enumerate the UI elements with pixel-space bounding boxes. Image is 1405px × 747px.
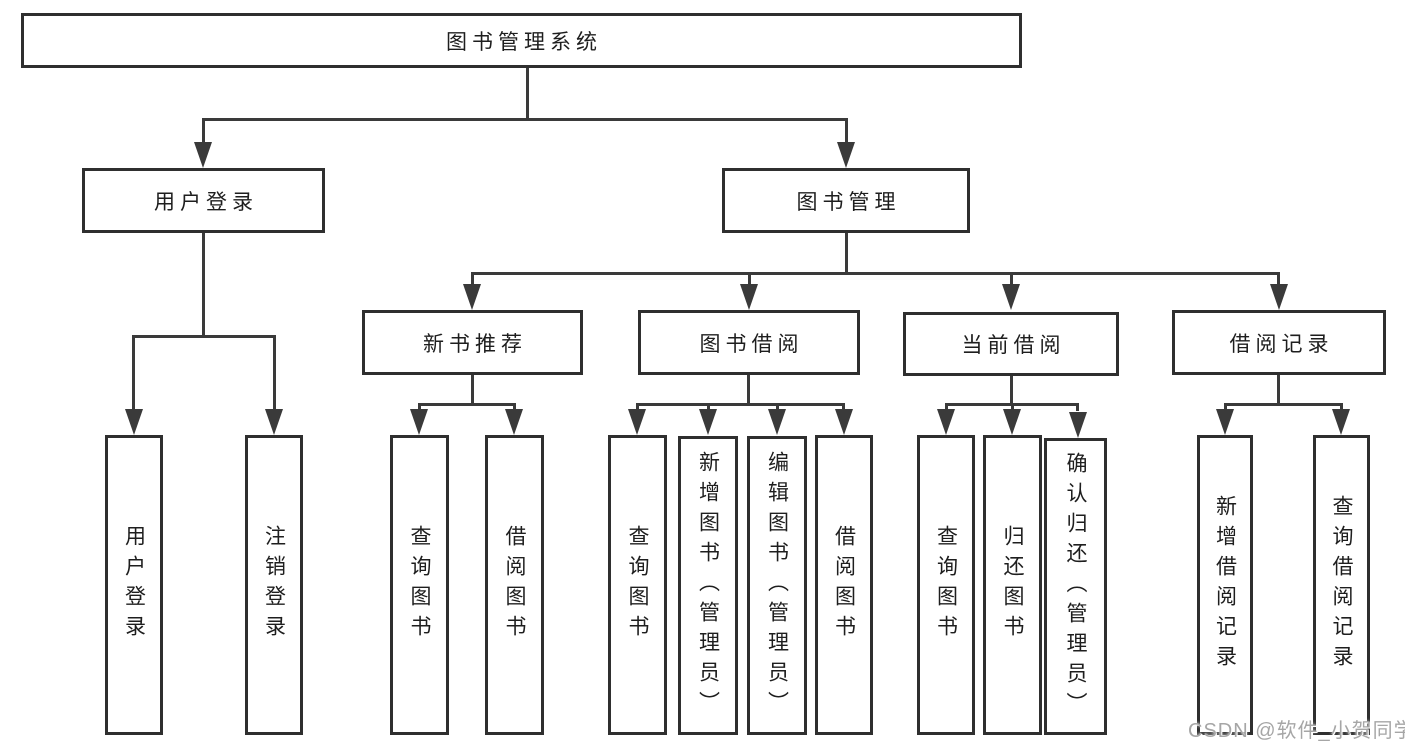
connector-line <box>636 403 845 406</box>
connector-line <box>132 335 276 338</box>
connector-line <box>776 403 779 411</box>
leaf-add-borrow-record: 新增借阅记录 <box>1197 435 1253 735</box>
arrow-down-icon <box>628 409 646 435</box>
leaf-borrow-books-1: 借阅图书 <box>485 435 544 735</box>
arrow-down-icon <box>740 284 758 310</box>
connector-line <box>202 118 205 146</box>
node-label: 查询图书 <box>934 525 958 645</box>
arrow-down-icon <box>1216 409 1234 435</box>
connector-line <box>202 233 205 335</box>
leaf-return-books: 归还图书 <box>983 435 1042 735</box>
node-root-system: 图书管理系统 <box>21 13 1022 68</box>
leaf-query-books-2: 查询图书 <box>608 435 667 735</box>
arrow-down-icon <box>937 409 955 435</box>
node-label: 编辑图书（管理员） <box>765 450 789 721</box>
connector-line <box>1010 272 1013 290</box>
node-new-book-recommend: 新书推荐 <box>362 310 583 375</box>
csdn-watermark: CSDN @软件_小贺同学 <box>1188 720 1405 742</box>
connector-line <box>945 403 948 411</box>
arrow-down-icon <box>1270 284 1288 310</box>
connector-line <box>273 335 276 409</box>
node-label: 用户登录 <box>122 525 146 645</box>
node-label: 借阅记录 <box>1229 332 1334 356</box>
connector-line <box>845 233 848 274</box>
arrow-down-icon <box>837 142 855 168</box>
node-label: 当前借阅 <box>961 334 1066 357</box>
connector-line <box>842 403 845 411</box>
node-user-login: 用户登录 <box>82 168 325 233</box>
node-label: 图书借阅 <box>699 332 804 356</box>
node-label: 确认归还（管理员） <box>1064 451 1088 722</box>
arrow-down-icon <box>1002 284 1020 310</box>
node-label: 借阅图书 <box>503 525 527 645</box>
connector-line <box>526 68 529 118</box>
node-label: 查询图书 <box>408 525 432 645</box>
arrow-down-icon <box>1003 409 1021 435</box>
leaf-confirm-return-admin: 确认归还（管理员） <box>1044 438 1107 735</box>
connector-line <box>707 403 710 411</box>
leaf-logout: 注销登录 <box>245 435 303 735</box>
node-book-management: 图书管理 <box>722 168 970 233</box>
connector-line <box>1011 403 1014 411</box>
leaf-query-books-3: 查询图书 <box>917 435 975 735</box>
connector-line <box>471 272 1280 275</box>
connector-line <box>202 118 848 121</box>
leaf-query-books-1: 查询图书 <box>390 435 449 735</box>
arrow-down-icon <box>125 409 143 435</box>
leaf-borrow-books-2: 借阅图书 <box>815 435 873 735</box>
connector-line <box>747 375 750 405</box>
leaf-query-borrow-record: 查询借阅记录 <box>1313 435 1370 735</box>
arrow-down-icon <box>1332 409 1350 435</box>
node-label: 归还图书 <box>1001 525 1025 645</box>
node-label: 查询借阅记录 <box>1330 495 1354 675</box>
arrow-down-icon <box>463 284 481 310</box>
connector-line <box>471 375 474 405</box>
connector-line <box>748 272 751 290</box>
leaf-edit-books-admin: 编辑图书（管理员） <box>747 436 807 735</box>
connector-line <box>636 403 639 411</box>
connector-line <box>1340 403 1343 411</box>
arrow-down-icon <box>410 409 428 435</box>
connector-line <box>418 403 421 411</box>
node-label: 用户登录 <box>154 190 258 214</box>
node-book-borrowing: 图书借阅 <box>638 310 860 375</box>
connector-line <box>1224 403 1343 406</box>
leaf-add-books-admin: 新增图书（管理员） <box>678 436 738 735</box>
node-label: 新增图书（管理员） <box>696 450 720 721</box>
node-label: 图书管理 <box>796 190 901 214</box>
connector-line <box>1010 376 1013 405</box>
node-label: 查询图书 <box>626 525 650 645</box>
node-label: 借阅图书 <box>832 525 856 645</box>
arrow-down-icon <box>835 409 853 435</box>
connector-line <box>513 403 516 411</box>
connector-line <box>471 272 474 290</box>
connector-line <box>1076 403 1079 411</box>
arrow-down-icon <box>505 409 523 435</box>
connector-line <box>1277 375 1280 405</box>
node-label: 图书管理系统 <box>446 30 602 54</box>
node-label: 新书推荐 <box>423 332 527 356</box>
connector-line <box>1224 403 1227 411</box>
connector-line <box>1277 272 1280 290</box>
arrow-down-icon <box>768 409 786 435</box>
leaf-user-login: 用户登录 <box>105 435 163 735</box>
node-borrowing-records: 借阅记录 <box>1172 310 1386 375</box>
arrow-down-icon <box>1069 412 1087 438</box>
node-current-borrowing: 当前借阅 <box>903 312 1119 376</box>
node-label: 新增借阅记录 <box>1213 495 1237 675</box>
arrow-down-icon <box>265 409 283 435</box>
arrow-down-icon <box>699 409 717 435</box>
connector-line <box>845 118 848 146</box>
arrow-down-icon <box>194 142 212 168</box>
connector-line <box>132 335 135 409</box>
node-label: 注销登录 <box>262 525 286 645</box>
connector-line <box>418 403 516 406</box>
